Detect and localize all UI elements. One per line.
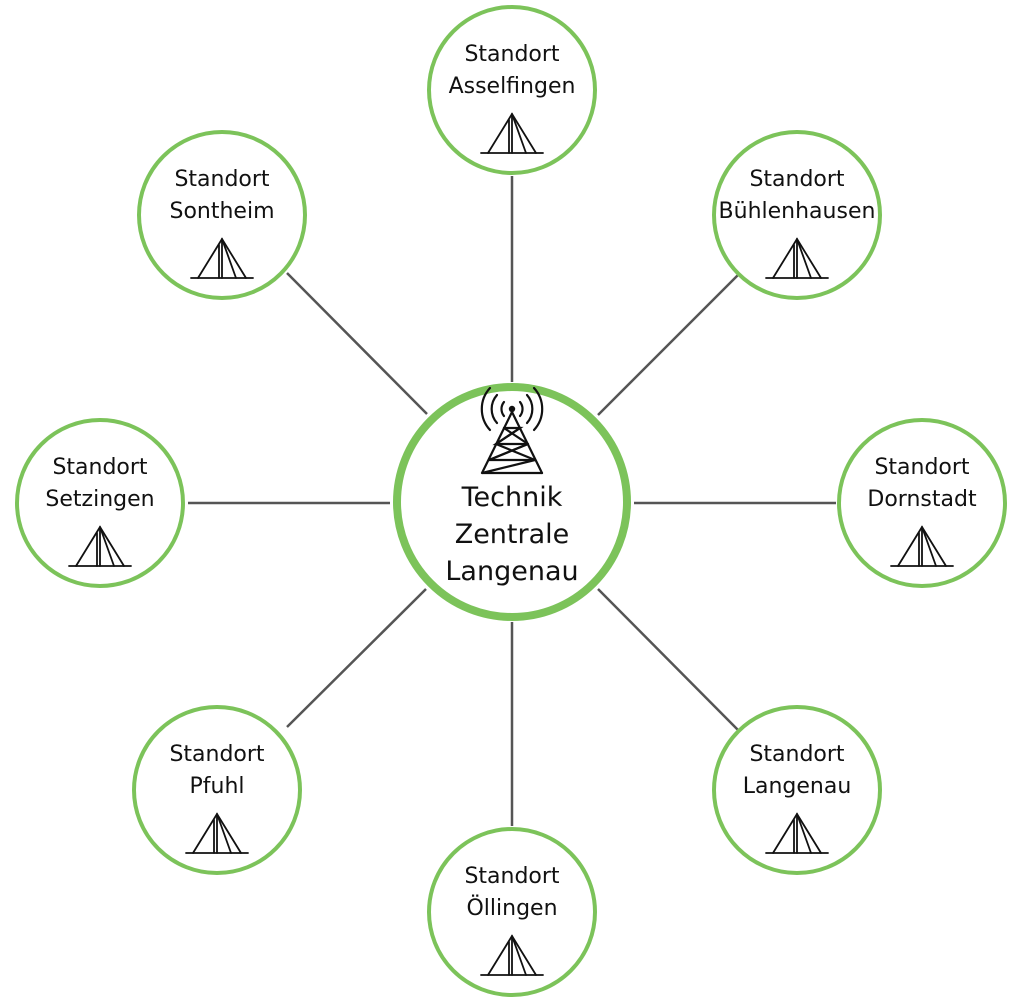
site-label-line-1: Standort (749, 167, 844, 192)
site-circle (132, 705, 302, 875)
site-label-line-2: Öllingen (466, 895, 557, 921)
site-circle (712, 130, 882, 300)
site-label-line-1: Standort (464, 42, 559, 67)
tent-tower-icon (190, 237, 254, 279)
hub-node: Technik Zentrale Langenau (393, 383, 631, 621)
tent-tower-icon (480, 112, 544, 154)
site-label-line-2: Langenau (743, 774, 852, 799)
tent-tower-icon (480, 934, 544, 976)
hub-circle (393, 383, 631, 621)
tent-tower-icon (765, 812, 829, 854)
tent-tower-icon (890, 525, 954, 567)
site-circle (137, 130, 307, 300)
site-label-line-2: Dornstadt (867, 487, 977, 512)
connector-pfuhl (286, 588, 427, 728)
site-circle (15, 418, 185, 588)
site-label-line-2: Setzingen (45, 487, 154, 512)
site-label-line-1: Standort (52, 455, 147, 480)
hub-label-line-1: Technik (461, 482, 563, 513)
site-label-line-1: Standort (874, 455, 969, 480)
site-label-line-1: Standort (174, 167, 269, 192)
hub-label-line-2: Zentrale (455, 519, 570, 550)
site-circle (712, 705, 882, 875)
site-label-line-2: Sontheim (169, 199, 274, 224)
tent-tower-icon (185, 812, 249, 854)
site-label-line-1: Standort (169, 742, 264, 767)
site-label-line-2: Pfuhl (189, 774, 244, 799)
site-label-line-1: Standort (749, 742, 844, 767)
tent-tower-icon (68, 525, 132, 567)
site-label-line-1: Standort (464, 864, 559, 889)
connectors (188, 176, 836, 826)
tent-tower-icon (765, 237, 829, 279)
connector-sontheim (286, 272, 428, 415)
site-circle (427, 5, 597, 175)
site-nodes: StandortAsselfingenStandortBühlenhausenS… (15, 5, 1007, 997)
site-label-line-2: Asselfingen (449, 74, 576, 99)
hub-label-line-3: Langenau (445, 556, 578, 587)
site-circle (837, 418, 1007, 588)
connector-langenau (597, 588, 741, 733)
radio-tower-icon (480, 386, 544, 475)
site-label-line-2: Bühlenhausen (719, 199, 876, 224)
connector-buehlenhausen (597, 272, 741, 416)
site-circle (427, 827, 597, 997)
